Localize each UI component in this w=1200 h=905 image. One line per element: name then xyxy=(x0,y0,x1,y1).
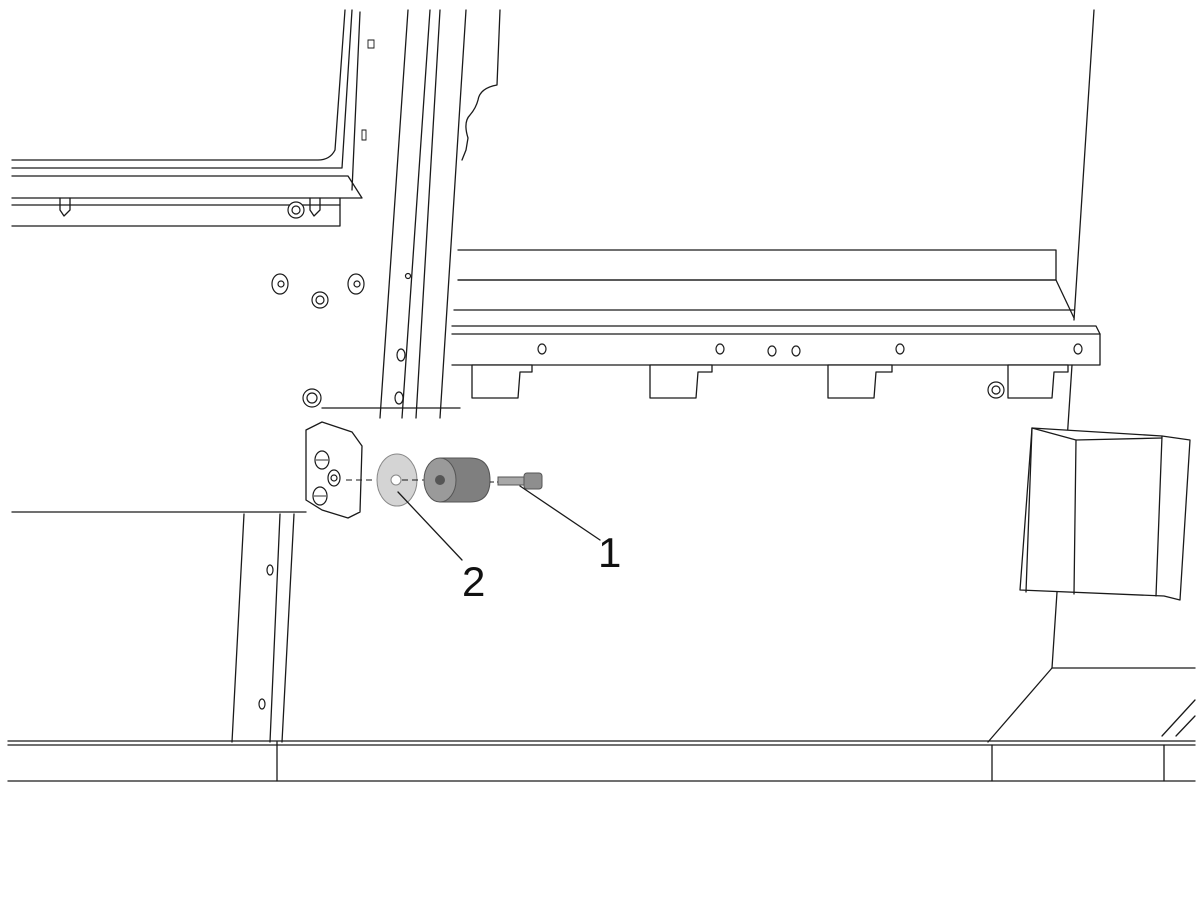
callout-1: 1 xyxy=(598,529,621,576)
rail-brackets xyxy=(471,364,1069,399)
mounting-bracket xyxy=(305,407,461,519)
exploded-parts xyxy=(346,453,543,507)
floor-base xyxy=(7,699,1196,782)
side-box xyxy=(1019,427,1191,601)
spacer xyxy=(423,457,491,503)
vertical-post xyxy=(379,9,501,419)
callouts: 1 2 xyxy=(397,485,621,605)
callout-2: 2 xyxy=(462,558,485,605)
horizontal-rail xyxy=(451,249,1101,366)
upper-window-frame xyxy=(11,9,375,227)
left-panel-fasteners xyxy=(271,273,365,408)
cabinet-body xyxy=(987,9,1196,743)
lower-left-panel xyxy=(11,511,307,743)
bolt xyxy=(497,472,543,490)
